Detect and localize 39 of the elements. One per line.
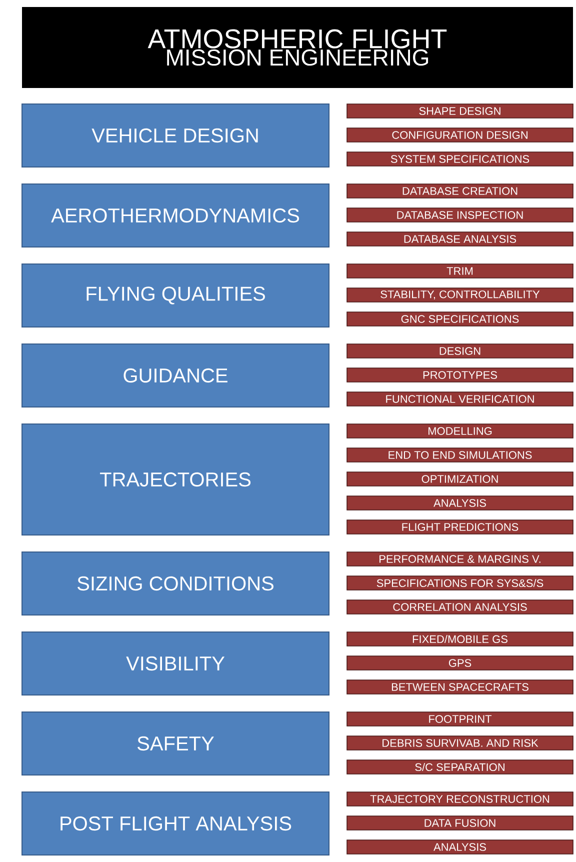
task-bar: DESIGN xyxy=(346,344,574,358)
task-bar: FUNCTIONAL VERIFICATION xyxy=(346,392,574,406)
task-bar: SHAPE DESIGN xyxy=(346,104,574,118)
task-bar: DATABASE CREATION xyxy=(346,184,574,198)
task-bar: S/C SEPARATION xyxy=(346,760,574,774)
title-banner: ATMOSPHERIC FLIGHT MISSION ENGINEERING xyxy=(22,7,573,88)
task-bar: SPECIFICATIONS FOR SYS&S/S xyxy=(346,576,574,590)
task-bar: ANALYSIS xyxy=(346,840,574,854)
task-bar: SYSTEM SPECIFICATIONS xyxy=(346,152,574,166)
topic-box: GUIDANCE xyxy=(22,344,330,408)
task-bar: CORRELATION ANALYSIS xyxy=(346,600,574,614)
task-bar: DEBRIS SURVIVAB. AND RISK xyxy=(346,736,574,750)
topic-box: TRAJECTORIES xyxy=(22,424,330,536)
topic-box: SAFETY xyxy=(22,712,330,776)
task-bar: DATABASE INSPECTION xyxy=(346,208,574,222)
task-bar: GNC SPECIFICATIONS xyxy=(346,312,574,326)
task-bar: FLIGHT PREDICTIONS xyxy=(346,520,574,534)
topic-box: FLYING QUALITIES xyxy=(22,264,330,328)
task-bar: TRAJECTORY RECONSTRUCTION xyxy=(346,792,574,806)
task-bar: ANALYSIS xyxy=(346,496,574,510)
task-bar: PERFORMANCE & MARGINS V. xyxy=(346,552,574,566)
task-bar: PROTOTYPES xyxy=(346,368,574,382)
topic-box: VEHICLE DESIGN xyxy=(22,104,330,168)
task-bar: GPS xyxy=(346,656,574,670)
task-bar: END TO END SIMULATIONS xyxy=(346,448,574,462)
task-bar: STABILITY, CONTROLLABILITY xyxy=(346,288,574,302)
task-bar: TRIM xyxy=(346,264,574,278)
task-bar: BETWEEN SPACECRAFTS xyxy=(346,680,574,694)
task-bar: OPTIMIZATION xyxy=(346,472,574,486)
topic-box: POST FLIGHT ANALYSIS xyxy=(22,792,330,856)
task-bar: FOOTPRINT xyxy=(346,712,574,726)
task-bar: FIXED/MOBILE GS xyxy=(346,632,574,646)
topic-box: VISIBILITY xyxy=(22,632,330,696)
task-bar: CONFIGURATION DESIGN xyxy=(346,128,574,142)
task-bar: DATA FUSION xyxy=(346,816,574,830)
topic-box: SIZING CONDITIONS xyxy=(22,552,330,616)
topic-box: AEROTHERMODYNAMICS xyxy=(22,184,330,248)
task-bar: MODELLING xyxy=(346,424,574,438)
task-bar: DATABASE ANALYSIS xyxy=(346,232,574,246)
